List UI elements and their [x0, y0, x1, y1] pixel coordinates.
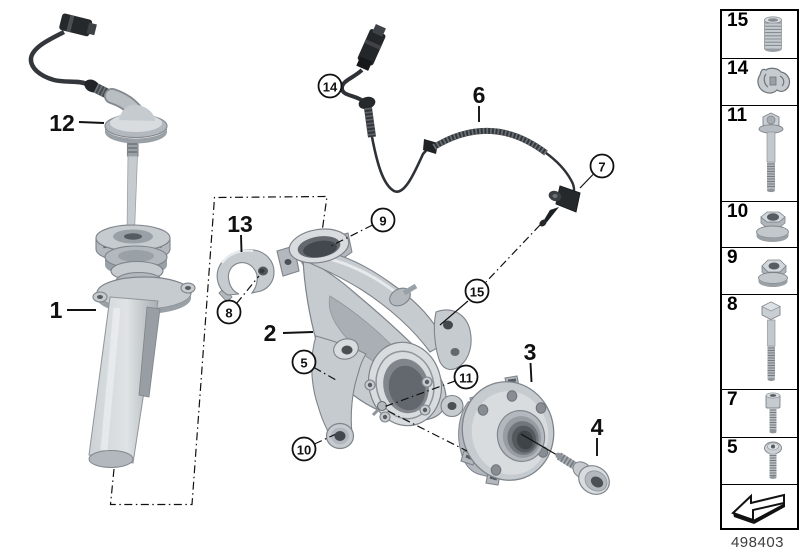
svg-text:8: 8: [225, 306, 232, 321]
sidebar-item-14-number: 14: [727, 58, 749, 79]
sidebar-item-8-number: 8: [727, 294, 738, 315]
callout-circle-5[interactable]: 5: [291, 349, 317, 375]
callout-13[interactable]: 13: [227, 211, 253, 237]
sidebar-item-10-number: 10: [727, 201, 749, 222]
abs-sensor-cable-part-6: [340, 23, 581, 227]
hex-bolt-icon: [761, 301, 781, 381]
callout-6[interactable]: 6: [473, 82, 486, 108]
sidebar-item-15-number: 15: [727, 10, 749, 31]
collar-nut-icon: [756, 211, 789, 242]
callout-3[interactable]: 3: [524, 339, 537, 365]
svg-text:15: 15: [470, 285, 484, 300]
callout-circle-14[interactable]: 14: [317, 73, 343, 99]
sidebar-item-8[interactable]: 8: [722, 294, 797, 390]
sidebar-item-14[interactable]: 14: [722, 58, 797, 106]
flange-bolt-icon: [758, 112, 784, 193]
svg-text:11: 11: [459, 371, 473, 386]
callout-circle-9[interactable]: 9: [370, 207, 396, 233]
svg-text:14: 14: [323, 80, 338, 95]
callout-circle-8[interactable]: 8: [216, 299, 242, 325]
hub-bolt-part-4: [555, 452, 610, 495]
svg-text:9: 9: [379, 214, 386, 229]
hub-face-bolt-ears: [364, 376, 433, 423]
front-spring-strut-part-1: [88, 138, 196, 468]
abs-connector-part-14: [356, 23, 386, 71]
callout-12[interactable]: 12: [49, 110, 75, 136]
leader-lines: [67, 106, 598, 456]
abs-sensor-head-part-7: [539, 185, 581, 227]
flange-nut-icon: [758, 259, 788, 287]
direction-arrow-icon: [731, 493, 785, 524]
edc-connector: [59, 13, 97, 37]
sidebar-item-9-number: 9: [727, 247, 738, 268]
sidebar-item-7[interactable]: 7: [722, 389, 797, 438]
sidebar-item-10[interactable]: 10: [722, 201, 797, 248]
sidebar-item-5[interactable]: 5: [722, 437, 797, 485]
callout-circle-7[interactable]: 7: [589, 153, 615, 179]
svg-text:7: 7: [598, 160, 605, 175]
callout-4[interactable]: 4: [591, 414, 604, 440]
callout-2[interactable]: 2: [264, 320, 277, 346]
cable-clip-icon: [757, 67, 791, 94]
steering-knuckle-part-2: [276, 228, 472, 450]
sidebar-item-11[interactable]: 11: [722, 105, 797, 202]
sidebar-item-11-number: 11: [727, 105, 748, 126]
sidebar-item-9[interactable]: 9: [722, 247, 797, 295]
sidebar-item-15[interactable]: 15: [722, 10, 797, 59]
protective-cap-part-12: [28, 13, 168, 144]
clamp-bracket-part-13: [216, 249, 275, 303]
callout-1[interactable]: 1: [50, 297, 63, 323]
socket-screw-icon: [765, 392, 781, 434]
sidebar-item-direction[interactable]: [722, 485, 797, 528]
callout-circle-10[interactable]: 10: [291, 436, 317, 462]
callout-circle-11[interactable]: 11: [453, 364, 479, 390]
svg-text:5: 5: [300, 356, 307, 371]
threaded-insert-icon: [764, 16, 782, 52]
torx-screw-icon: [764, 441, 782, 479]
sidebar-item-5-number: 5: [727, 437, 738, 458]
svg-text:10: 10: [297, 443, 311, 458]
wheel-hub-part-3: [458, 375, 555, 486]
sidebar-item-7-number: 7: [727, 389, 738, 410]
diagram-number: 498403: [730, 534, 785, 551]
callout-circle-15[interactable]: 15: [464, 278, 490, 304]
installation-dashdot-box: [109, 195, 328, 506]
in-place-bolt: [371, 401, 387, 417]
fastener-sidebar: 15 14 11 10: [720, 9, 799, 530]
hub-bolt-leader: [520, 433, 558, 456]
